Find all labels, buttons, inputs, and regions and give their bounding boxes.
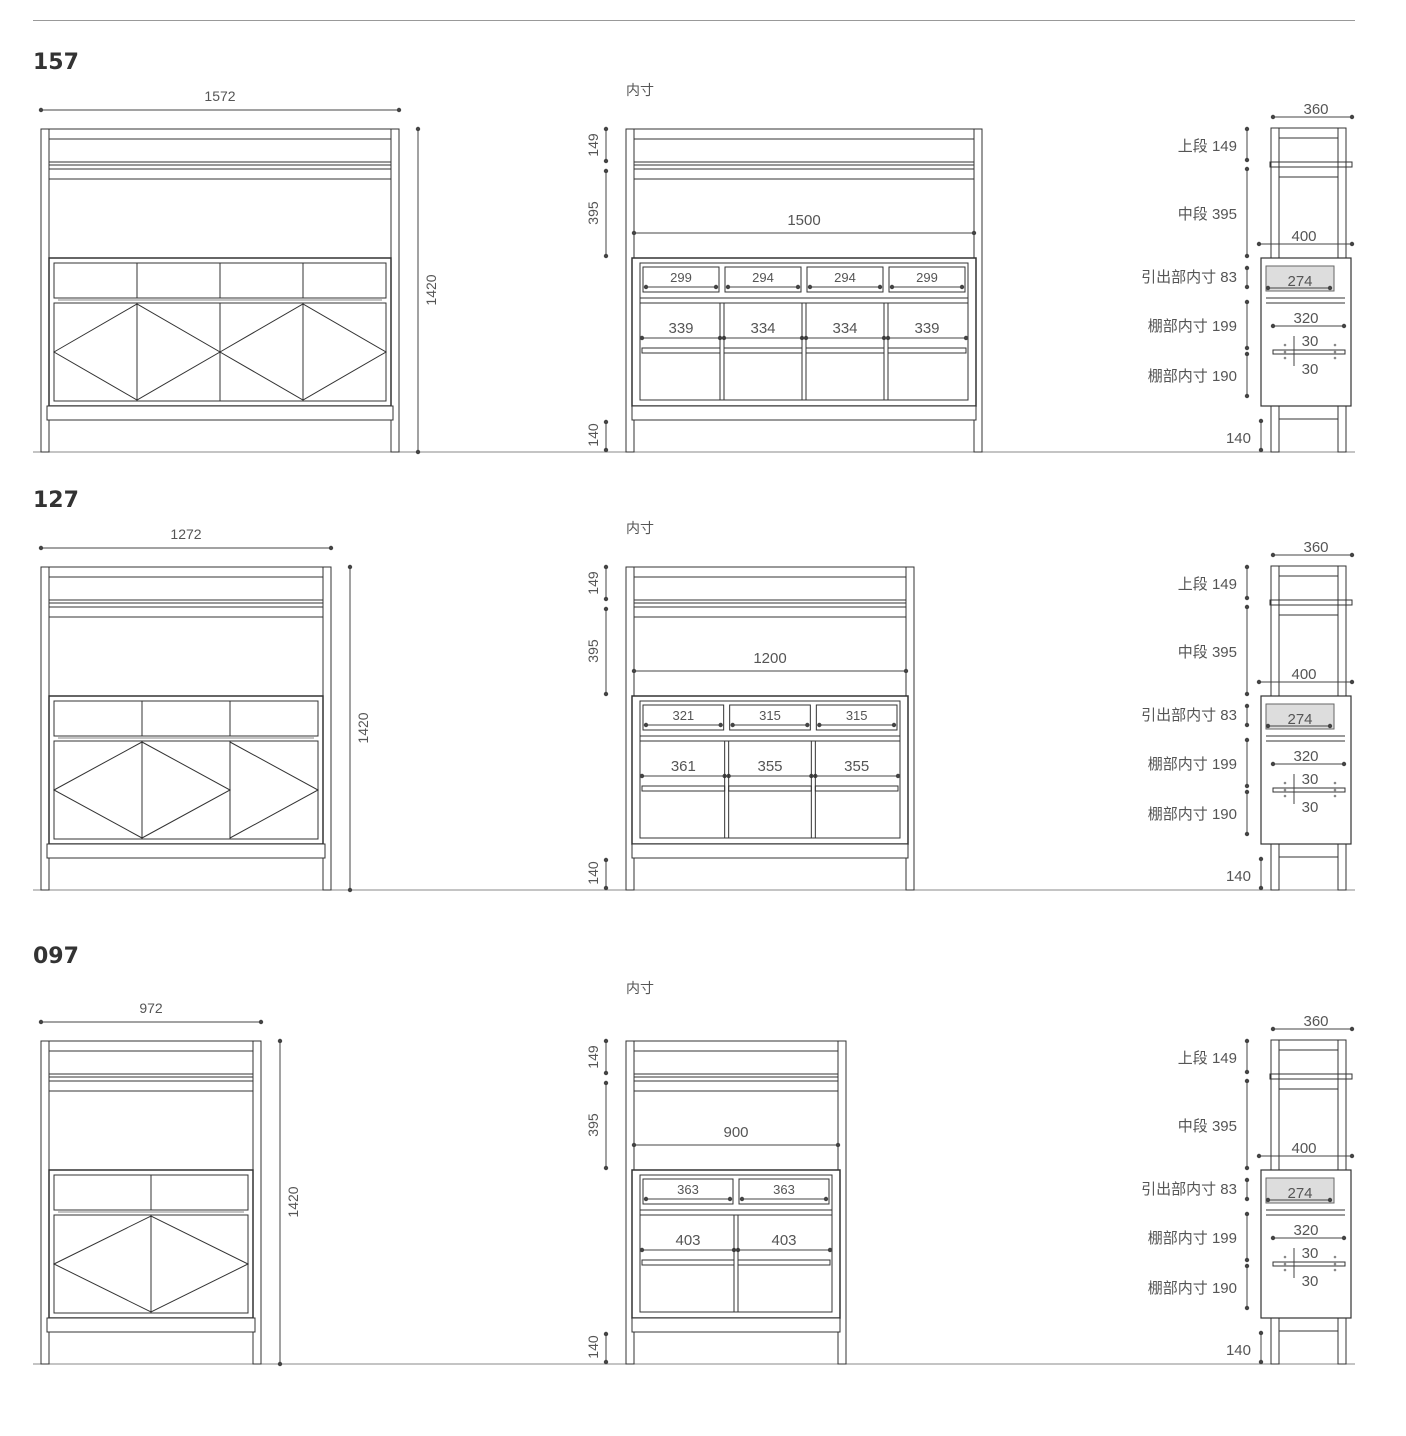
upper-section-label: 上段 149 — [1178, 1050, 1237, 1067]
shelf-width-dimension: 334 — [832, 320, 857, 337]
middle-section-label: 中段 395 — [1178, 644, 1237, 661]
body-depth-dimension: 400 — [1291, 1140, 1316, 1157]
shelf-depth-dimension: 320 — [1293, 748, 1318, 765]
shelf-adjust-down: 30 — [1302, 361, 1319, 378]
inner-width-dimension: 1200 — [753, 650, 786, 667]
shelf-lower-label: 棚部内寸 190 — [1148, 368, 1237, 385]
drawer-depth-dimension: 274 — [1287, 273, 1312, 290]
drawer-inner-label: 引出部内寸 83 — [1141, 707, 1237, 724]
body-depth-dimension: 400 — [1291, 666, 1316, 683]
shelf-width-dimension: 339 — [668, 320, 693, 337]
shelf-width-dimension: 403 — [675, 1232, 700, 1249]
middle-height-dimension: 395 — [585, 201, 601, 225]
width-dimension: 972 — [139, 1000, 163, 1016]
upper-height-dimension: 149 — [585, 133, 601, 157]
shelf-depth-dimension: 320 — [1293, 1222, 1318, 1239]
top-depth-dimension: 360 — [1303, 539, 1328, 556]
top-rule — [33, 20, 1355, 21]
top-depth-dimension: 360 — [1303, 1013, 1328, 1030]
leg-height-dimension: 140 — [585, 423, 601, 447]
shelf-depth-dimension: 320 — [1293, 310, 1318, 327]
model-number: 097 — [33, 944, 79, 969]
body-depth-dimension: 400 — [1291, 228, 1316, 245]
middle-height-dimension: 395 — [585, 639, 601, 663]
leg-height-label: 140 — [1226, 1342, 1251, 1359]
drawer-width-dimension: 299 — [670, 270, 692, 285]
shelf-adjust-up: 30 — [1302, 333, 1319, 350]
inner-width-dimension: 1500 — [787, 212, 820, 229]
drawer-width-dimension: 363 — [677, 1182, 699, 1197]
drawer-inner-label: 引出部内寸 83 — [1141, 1181, 1237, 1198]
upper-height-dimension: 149 — [585, 1045, 601, 1069]
shelf-adjust-down: 30 — [1302, 1273, 1319, 1290]
shelf-width-dimension: 355 — [757, 758, 782, 775]
width-dimension: 1572 — [204, 88, 235, 104]
upper-height-dimension: 149 — [585, 571, 601, 595]
leg-height-dimension: 140 — [585, 1335, 601, 1359]
drawer-width-dimension: 321 — [672, 708, 694, 723]
shelf-lower-label: 棚部内寸 190 — [1148, 806, 1237, 823]
shelf-width-dimension: 339 — [914, 320, 939, 337]
shelf-upper-label: 棚部内寸 199 — [1148, 318, 1237, 335]
shelf-upper-label: 棚部内寸 199 — [1148, 756, 1237, 773]
drawer-width-dimension: 315 — [759, 708, 781, 723]
upper-section-label: 上段 149 — [1178, 576, 1237, 593]
drawer-inner-label: 引出部内寸 83 — [1141, 269, 1237, 286]
shelf-upper-label: 棚部内寸 199 — [1148, 1230, 1237, 1247]
drawer-depth-dimension: 274 — [1287, 1185, 1312, 1202]
model-number: 127 — [33, 488, 79, 513]
middle-section-label: 中段 395 — [1178, 1118, 1237, 1135]
middle-height-dimension: 395 — [585, 1113, 601, 1137]
drawer-width-dimension: 363 — [773, 1182, 795, 1197]
width-dimension: 1272 — [170, 526, 201, 542]
drawer-depth-dimension: 274 — [1287, 711, 1312, 728]
shelf-width-dimension: 361 — [671, 758, 696, 775]
height-dimension: 1420 — [355, 712, 371, 743]
height-dimension: 1420 — [423, 274, 439, 305]
leg-height-dimension: 140 — [585, 861, 601, 885]
inner-dimension-label: 内寸 — [626, 520, 654, 536]
height-dimension: 1420 — [285, 1186, 301, 1217]
inner-dimension-label: 内寸 — [626, 980, 654, 996]
shelf-adjust-down: 30 — [1302, 799, 1319, 816]
inner-width-dimension: 900 — [723, 1124, 748, 1141]
middle-section-label: 中段 395 — [1178, 206, 1237, 223]
shelf-adjust-up: 30 — [1302, 771, 1319, 788]
drawer-width-dimension: 299 — [916, 270, 938, 285]
shelf-lower-label: 棚部内寸 190 — [1148, 1280, 1237, 1297]
shelf-adjust-up: 30 — [1302, 1245, 1319, 1262]
top-depth-dimension: 360 — [1303, 101, 1328, 118]
drawer-width-dimension: 315 — [846, 708, 868, 723]
shelf-width-dimension: 355 — [844, 758, 869, 775]
drawer-width-dimension: 294 — [834, 270, 856, 285]
leg-height-label: 140 — [1226, 868, 1251, 885]
shelf-width-dimension: 403 — [771, 1232, 796, 1249]
shelf-width-dimension: 334 — [750, 320, 775, 337]
inner-dimension-label: 内寸 — [626, 82, 654, 98]
model-number: 157 — [33, 50, 79, 75]
upper-section-label: 上段 149 — [1178, 138, 1237, 155]
leg-height-label: 140 — [1226, 430, 1251, 447]
drawer-width-dimension: 294 — [752, 270, 774, 285]
